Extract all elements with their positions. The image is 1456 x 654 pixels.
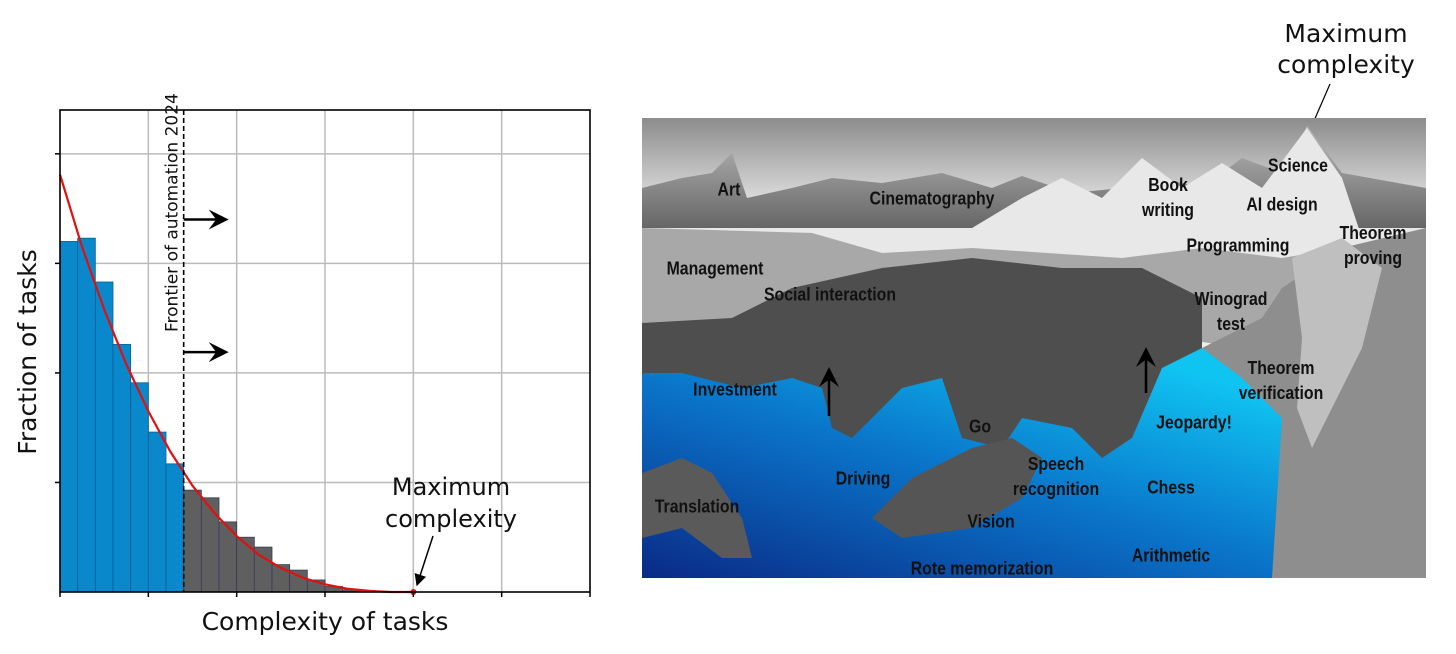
- label-winograd-test: Winograd test: [1195, 287, 1268, 337]
- max-complexity-arrow: [414, 535, 434, 587]
- label-rote-memorization: Rote memorization: [910, 558, 1054, 579]
- label-theorem-verification: Theorem verification: [1239, 356, 1324, 406]
- landscape-drawing: [642, 118, 1426, 578]
- label-ai-design: AI design: [1246, 194, 1318, 215]
- label-theorem-proving: Theorem proving: [1340, 221, 1407, 271]
- label-sr-1: Speech: [1027, 454, 1085, 474]
- y-axis-label: Fraction of tasks: [13, 249, 42, 454]
- max-complexity-label-1: Maximum: [392, 473, 510, 501]
- frontier-line: [182, 110, 229, 592]
- label-science: Science: [1268, 155, 1328, 176]
- label-book-2: writing: [1142, 200, 1194, 220]
- label-art: Art: [717, 179, 741, 200]
- ai-landscape-illustration: [642, 118, 1426, 578]
- label-management: Management: [666, 258, 764, 279]
- cliff-light: [1292, 238, 1382, 448]
- complexity-histogram-chart: Fraction of tasks Complexity of tasks Fr…: [13, 93, 591, 636]
- label-arithmetic: Arithmetic: [1131, 545, 1211, 566]
- label-sr-2: recognition: [1012, 479, 1100, 499]
- label-tp-2: proving: [1343, 248, 1403, 268]
- label-driving: Driving: [835, 468, 891, 489]
- label-investment: Investment: [693, 379, 777, 400]
- label-wg-2: test: [1216, 314, 1246, 334]
- plot-border: [59, 109, 591, 593]
- label-translation: Translation: [654, 496, 740, 517]
- vision-island: [872, 438, 1042, 538]
- bars: [59, 237, 361, 593]
- label-tv-1: Theorem: [1247, 358, 1315, 378]
- label-jeopardy: Jeopardy!: [1156, 412, 1232, 433]
- landscape-max-complexity-label: Maximum complexity: [1277, 18, 1415, 80]
- label-book-1: Book: [1148, 175, 1188, 195]
- label-speech-recognition: Speech recognition: [1013, 452, 1099, 502]
- label-chess: Chess: [1147, 477, 1195, 498]
- label-tp-1: Theorem: [1339, 223, 1407, 243]
- label-tv-2: verification: [1238, 383, 1324, 403]
- label-programming: Programming: [1186, 235, 1290, 256]
- translation-island: [642, 458, 752, 558]
- landscape-max-line1: Maximum: [1284, 19, 1408, 48]
- snow-peaks: [972, 128, 1362, 258]
- x-axis-label: Complexity of tasks: [202, 607, 449, 636]
- fit-curve-line: [58, 174, 414, 594]
- dark-land-mass: [642, 258, 1202, 458]
- label-book-writing: Book writing: [1142, 173, 1194, 223]
- frontier-label: Frontier of automation 2024: [163, 93, 183, 332]
- label-go: Go: [969, 416, 991, 437]
- label-wg-1: Winograd: [1194, 289, 1268, 309]
- label-vision: Vision: [967, 511, 1015, 532]
- label-cinematography: Cinematography: [869, 188, 995, 209]
- landscape-max-line2: complexity: [1277, 50, 1415, 79]
- plot-frame: [55, 109, 591, 597]
- label-social-interaction: Social interaction: [763, 284, 897, 305]
- max-complexity-label-2: complexity: [385, 505, 517, 533]
